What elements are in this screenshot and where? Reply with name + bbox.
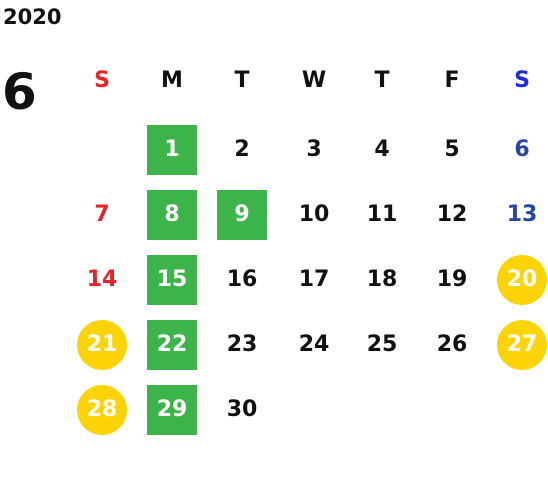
calendar-day-number: 6 — [514, 137, 530, 162]
calendar-day-number: 29 — [156, 397, 188, 422]
calendar-day-7[interactable]: 7 — [76, 189, 128, 241]
calendar-day-9[interactable]: 9 — [217, 190, 267, 240]
calendar-day-number: 28 — [86, 397, 118, 422]
calendar-day-number: 27 — [506, 332, 538, 357]
calendar-day-number: 14 — [86, 267, 118, 292]
calendar-day-number: 10 — [298, 202, 330, 227]
calendar-day-number: 2 — [234, 137, 250, 162]
calendar-day-number: 23 — [226, 332, 258, 357]
weekday-header-fri: F — [444, 68, 460, 93]
calendar-day-8[interactable]: 8 — [147, 190, 197, 240]
calendar-day-number: 1 — [164, 137, 180, 162]
calendar-day-number: 8 — [164, 202, 180, 227]
calendar-day-3[interactable]: 3 — [288, 124, 340, 176]
calendar-day-4[interactable]: 4 — [356, 124, 408, 176]
calendar-day-number: 20 — [506, 267, 538, 292]
calendar-day-17[interactable]: 17 — [288, 254, 340, 306]
calendar-day-20[interactable]: 20 — [496, 254, 548, 306]
calendar-day-12[interactable]: 12 — [426, 189, 478, 241]
calendar-day-29[interactable]: 29 — [147, 385, 197, 435]
calendar-day-15[interactable]: 15 — [147, 255, 197, 305]
calendar-day-number: 21 — [86, 332, 118, 357]
weekday-header-wed: W — [301, 68, 327, 93]
weekday-header-sun: S — [94, 68, 110, 93]
calendar-day-14[interactable]: 14 — [76, 254, 128, 306]
calendar-day-number: 5 — [444, 137, 460, 162]
weekday-header-sat: S — [514, 68, 530, 93]
calendar-day-10[interactable]: 10 — [288, 189, 340, 241]
calendar-day-22[interactable]: 22 — [147, 320, 197, 370]
calendar-day-number: 22 — [156, 332, 188, 357]
calendar-day-number: 18 — [366, 267, 398, 292]
calendar-day-11[interactable]: 11 — [356, 189, 408, 241]
calendar-day-27[interactable]: 27 — [496, 319, 548, 371]
calendar-day-number: 16 — [226, 267, 258, 292]
calendar-month: 6 — [2, 63, 37, 121]
calendar-day-26[interactable]: 26 — [426, 319, 478, 371]
calendar-day-number: 12 — [436, 202, 468, 227]
calendar-day-16[interactable]: 16 — [216, 254, 268, 306]
calendar-day-19[interactable]: 19 — [426, 254, 478, 306]
calendar-day-number: 15 — [156, 267, 188, 292]
calendar-day-number: 13 — [506, 202, 538, 227]
calendar-day-number: 4 — [374, 137, 390, 162]
weekday-header-tue: T — [234, 68, 250, 93]
calendar-year: 2020 — [3, 5, 62, 29]
calendar-day-number: 9 — [234, 202, 250, 227]
calendar-day-number: 30 — [226, 397, 258, 422]
calendar-day-number: 11 — [366, 202, 398, 227]
calendar-day-number: 3 — [306, 137, 322, 162]
calendar-day-number: 19 — [436, 267, 468, 292]
calendar-day-number: 26 — [436, 332, 468, 357]
calendar-day-2[interactable]: 2 — [216, 124, 268, 176]
calendar-day-23[interactable]: 23 — [216, 319, 268, 371]
calendar-day-1[interactable]: 1 — [147, 125, 197, 175]
calendar-day-25[interactable]: 25 — [356, 319, 408, 371]
calendar-day-6[interactable]: 6 — [496, 124, 548, 176]
calendar-day-21[interactable]: 21 — [76, 319, 128, 371]
calendar-day-number: 17 — [298, 267, 330, 292]
calendar-day-18[interactable]: 18 — [356, 254, 408, 306]
calendar-day-number: 7 — [94, 202, 110, 227]
weekday-header-thu: T — [374, 68, 390, 93]
calendar-day-number: 24 — [298, 332, 330, 357]
calendar-day-28[interactable]: 28 — [76, 384, 128, 436]
calendar-day-30[interactable]: 30 — [216, 384, 268, 436]
calendar-day-number: 25 — [366, 332, 398, 357]
calendar-day-24[interactable]: 24 — [288, 319, 340, 371]
calendar-day-5[interactable]: 5 — [426, 124, 478, 176]
weekday-header-mon: M — [161, 68, 183, 93]
calendar-day-13[interactable]: 13 — [496, 189, 548, 241]
